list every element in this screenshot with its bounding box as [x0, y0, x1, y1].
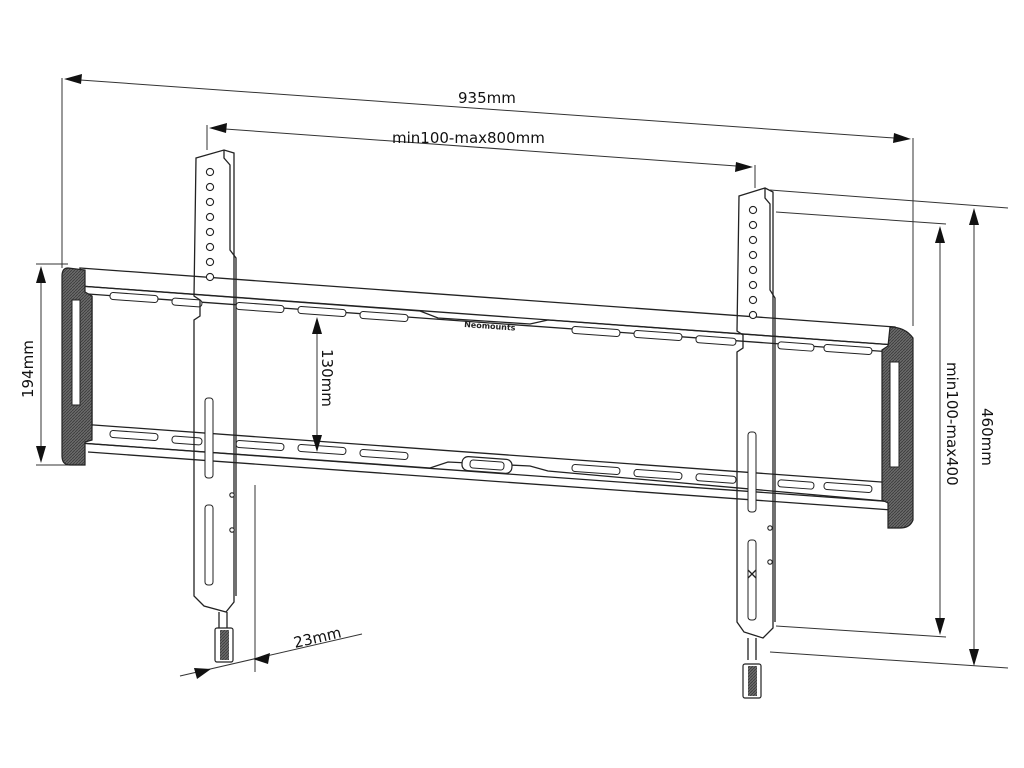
top-rail-slots	[109, 291, 873, 355]
total-height-label: 460mm	[978, 408, 996, 466]
dimension-total-height: 460mm	[769, 189, 1009, 669]
bottom-rail-slots	[109, 429, 873, 493]
dimension-vesa-height: min100-max400	[775, 211, 961, 638]
wall-plate: Neomounts	[61, 267, 914, 529]
left-arm-holes	[205, 167, 215, 282]
dimension-rail-spacing: 130mm	[312, 317, 336, 452]
right-arm-holes	[748, 205, 758, 320]
dimension-vesa-width: min100-max800mm	[206, 123, 756, 188]
right-vertical-arm	[736, 187, 776, 699]
brand-logo-text: Neomounts	[464, 320, 516, 333]
dimension-rail-height: 194mm	[19, 263, 68, 466]
vesa-width-label: min100-max800mm	[392, 129, 545, 147]
rail-height-label: 194mm	[19, 340, 37, 398]
depth-label: 23mm	[292, 623, 343, 651]
center-lock	[461, 456, 513, 474]
rail-spacing-label: 130mm	[318, 349, 336, 407]
vesa-height-label: min100-max400	[943, 362, 961, 486]
left-vertical-arm	[193, 149, 237, 663]
dimension-total-width: 935mm	[61, 74, 914, 326]
total-width-label: 935mm	[458, 89, 516, 107]
